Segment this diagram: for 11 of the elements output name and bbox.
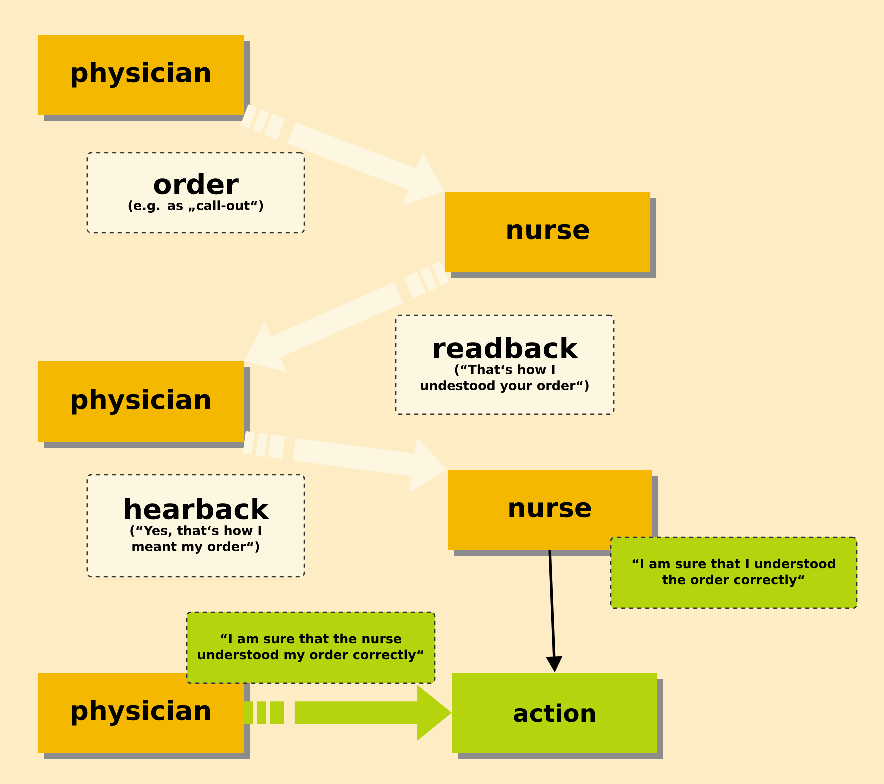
- role-box: nurse: [445, 192, 656, 278]
- role-box: physician: [38, 35, 250, 121]
- note-box: “I am sure that I understood the order correctly“: [610, 536, 858, 610]
- note-box: “I am sure that the nurse understood my order correctly“: [186, 612, 436, 684]
- role-box: physician: [38, 673, 250, 759]
- role-box: nurse: [448, 470, 658, 556]
- message-box: readback (“That‘s how I undestood your order“): [395, 314, 615, 416]
- message-box: hearback (“Yes, that‘s how I meant my order“): [86, 474, 306, 578]
- role-box: physician: [38, 361, 250, 448]
- action-box: action: [452, 673, 664, 759]
- message-box: order (e.g. as „call-out“): [86, 152, 306, 234]
